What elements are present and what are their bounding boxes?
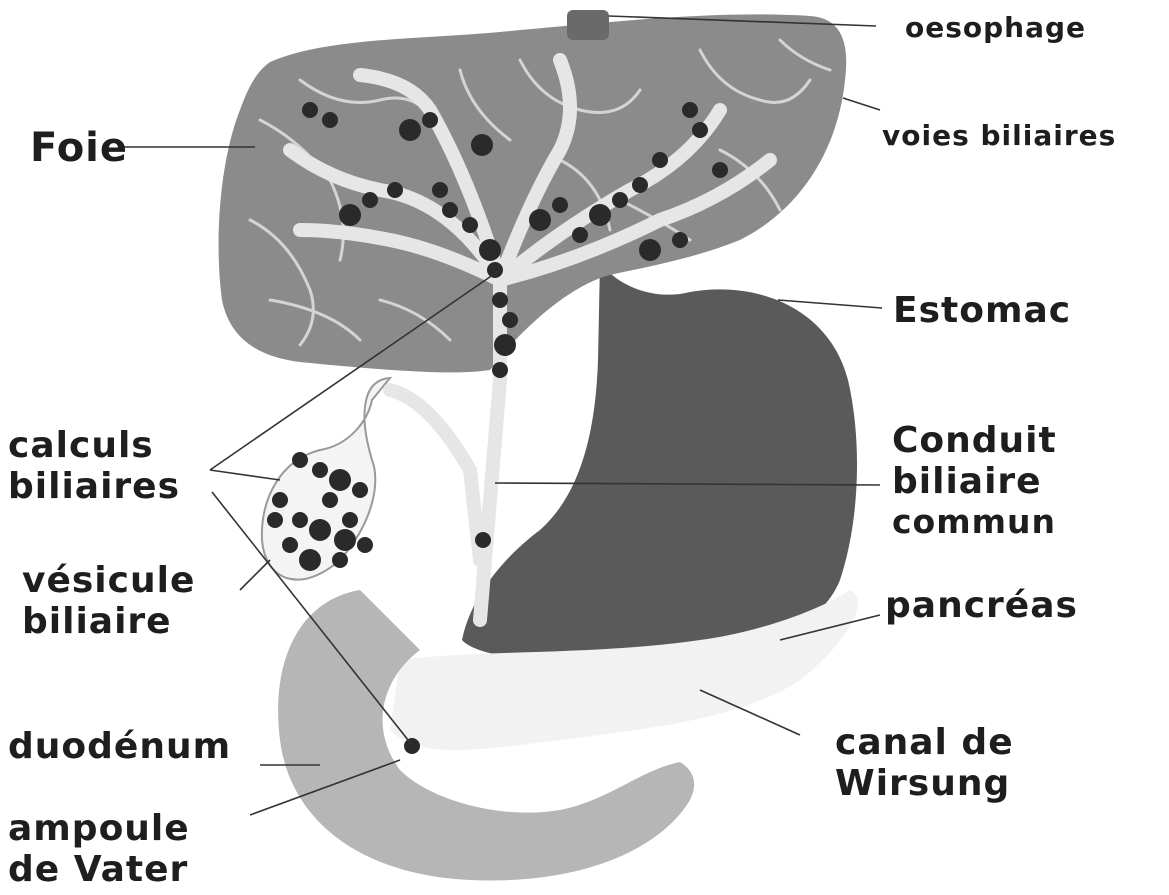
leader-line — [210, 470, 280, 480]
gallstone — [339, 204, 361, 226]
gallstone — [432, 182, 448, 198]
gallstone — [502, 312, 518, 328]
gallstone — [332, 552, 348, 568]
gallstone — [267, 512, 283, 528]
oesophagus-shape — [567, 10, 609, 40]
gallstone — [487, 262, 503, 278]
gallstone — [529, 209, 551, 231]
gallstone — [632, 177, 648, 193]
gallstone — [479, 239, 501, 261]
leader-line — [240, 560, 270, 590]
label-foie: Foie — [30, 125, 128, 171]
gallstone — [334, 529, 356, 551]
label-ampoule-de-vater: ampoule de Vater — [8, 808, 190, 891]
label-pancreas: pancréas — [885, 585, 1078, 626]
label-canal-de-wirsung: canal de Wirsung — [835, 722, 1014, 805]
gallstone — [322, 112, 338, 128]
label-voies-biliaires: voies biliaires — [882, 120, 1116, 152]
gallstone — [357, 537, 373, 553]
gallstone — [282, 537, 298, 553]
gallstone — [612, 192, 628, 208]
gallstone — [312, 462, 328, 478]
gallstone — [492, 292, 508, 308]
leader-line — [843, 98, 880, 110]
gallstone — [292, 512, 308, 528]
gallstone — [302, 102, 318, 118]
gallstone — [652, 152, 668, 168]
gallstone — [442, 202, 458, 218]
gallstone — [342, 512, 358, 528]
gallstone — [682, 102, 698, 118]
gallstone — [494, 334, 516, 356]
gallstone — [404, 738, 420, 754]
gallstone — [387, 182, 403, 198]
bile-duct — [390, 390, 480, 560]
gallstone — [672, 232, 688, 248]
gallstone — [299, 549, 321, 571]
gallstone — [552, 197, 568, 213]
gallstone — [309, 519, 331, 541]
gallstone — [692, 122, 708, 138]
label-estomac: Estomac — [893, 290, 1071, 331]
gallstone — [422, 112, 438, 128]
label-duodenum: duodénum — [8, 726, 231, 767]
leader-line — [778, 300, 882, 308]
gallstone — [639, 239, 661, 261]
gallstone — [272, 492, 288, 508]
gallstone — [362, 192, 378, 208]
gallstone — [462, 217, 478, 233]
gallstone — [322, 492, 338, 508]
label-oesophage: oesophage — [905, 12, 1086, 44]
label-conduit-biliaire-commun: Conduit biliaire commun — [892, 420, 1057, 541]
gallstone — [292, 452, 308, 468]
label-vesicule-biliaire: vésicule biliaire — [22, 560, 195, 643]
gallstone — [475, 532, 491, 548]
gallstone — [572, 227, 588, 243]
gallstone — [471, 134, 493, 156]
label-calculs-biliaires: calculs biliaires — [8, 425, 180, 508]
gallstone — [589, 204, 611, 226]
gallstone — [329, 469, 351, 491]
gallstone — [712, 162, 728, 178]
gallstone — [399, 119, 421, 141]
gallstone — [352, 482, 368, 498]
gallstone — [492, 362, 508, 378]
